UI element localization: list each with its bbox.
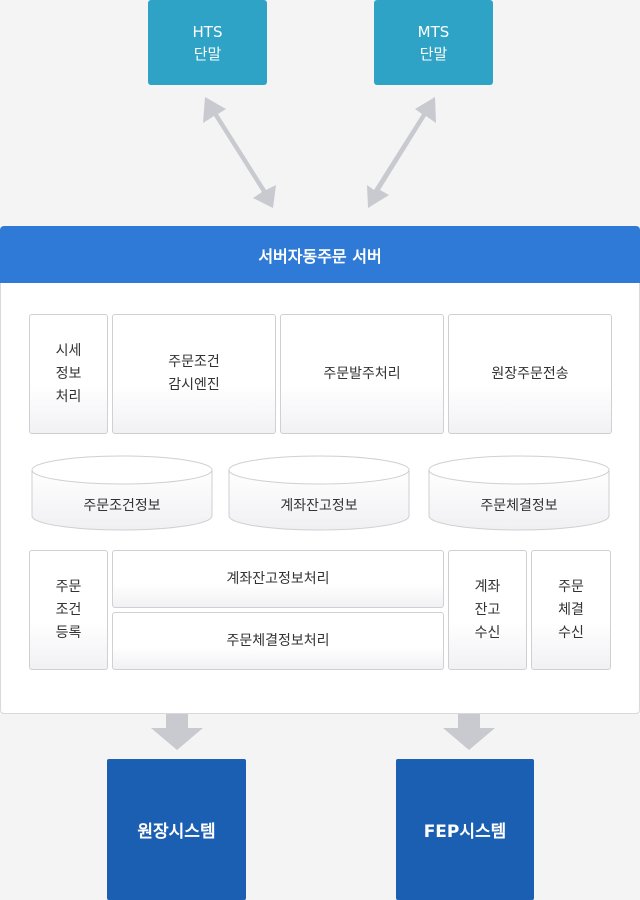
order-condition-register-module: 주문 조건 등록: [29, 550, 108, 670]
execution-receive-line-3: 수신: [558, 624, 584, 641]
order-dispatch-module: 주문발주처리: [280, 314, 444, 434]
hts-terminal-line-2: 단말: [193, 44, 222, 63]
mts-terminal-line-2: 단말: [419, 44, 448, 63]
order-dispatch-label: 주문발주처리: [323, 365, 401, 382]
execution-receive-module: 주문 체결 수신: [531, 550, 611, 670]
mts-server-arrow: [367, 97, 436, 208]
ledger-order-transmit-label: 원장주문전송: [491, 365, 569, 382]
fep-system: FEP시스템: [396, 759, 534, 900]
database-order-execution: 주문체결정보: [428, 455, 610, 531]
quote-processing-line-2: 정보: [55, 365, 82, 382]
balance-processing-module: 계좌잔고정보처리: [112, 550, 444, 608]
server-title: 서버자동주문 서버: [0, 226, 640, 283]
order-condition-register-line-3: 등록: [55, 624, 82, 641]
ledger-order-transmit-module: 원장주문전송: [448, 314, 612, 434]
execution-receive-line-1: 주문: [558, 578, 584, 595]
mts-terminal: MTS 단말: [374, 0, 493, 85]
order-condition-engine-line-1: 주문조건: [168, 354, 220, 370]
database-order-execution-label: 주문체결정보: [480, 498, 557, 514]
database-order-condition-label: 주문조건정보: [83, 498, 160, 514]
quote-processing-line-3: 처리: [55, 388, 82, 405]
hts-terminal: HTS 단말: [148, 0, 267, 85]
order-condition-register-line-2: 조건: [55, 601, 82, 618]
hts-terminal-line-1: HTS: [192, 22, 223, 41]
execution-receive-line-2: 체결: [558, 601, 584, 618]
quote-processing-line-1: 시세: [55, 342, 82, 359]
database-order-condition: 주문조건정보: [31, 455, 213, 531]
ledger-system: 원장시스템: [107, 759, 246, 900]
mts-terminal-line-1: MTS: [417, 22, 450, 41]
database-account-balance: 계좌잔고정보: [228, 455, 410, 531]
order-condition-engine-module: 주문조건 감시엔진: [112, 314, 276, 434]
balance-processing-label: 계좌잔고정보처리: [226, 570, 330, 587]
balance-receive-line-1: 계좌: [474, 578, 501, 595]
execution-processing-module: 주문체결정보처리: [112, 612, 444, 670]
balance-receive-line-3: 수신: [474, 624, 501, 641]
hts-server-arrow: [203, 97, 276, 208]
order-condition-engine-line-2: 감시엔진: [168, 377, 220, 393]
execution-processing-label: 주문체결정보처리: [226, 632, 330, 649]
order-condition-register-line-1: 주문: [55, 578, 82, 595]
quote-processing-module: 시세 정보 처리: [29, 314, 108, 434]
database-account-balance-label: 계좌잔고정보: [280, 498, 357, 514]
balance-receive-module: 계좌 잔고 수신: [448, 550, 527, 670]
balance-receive-line-2: 잔고: [474, 601, 501, 618]
